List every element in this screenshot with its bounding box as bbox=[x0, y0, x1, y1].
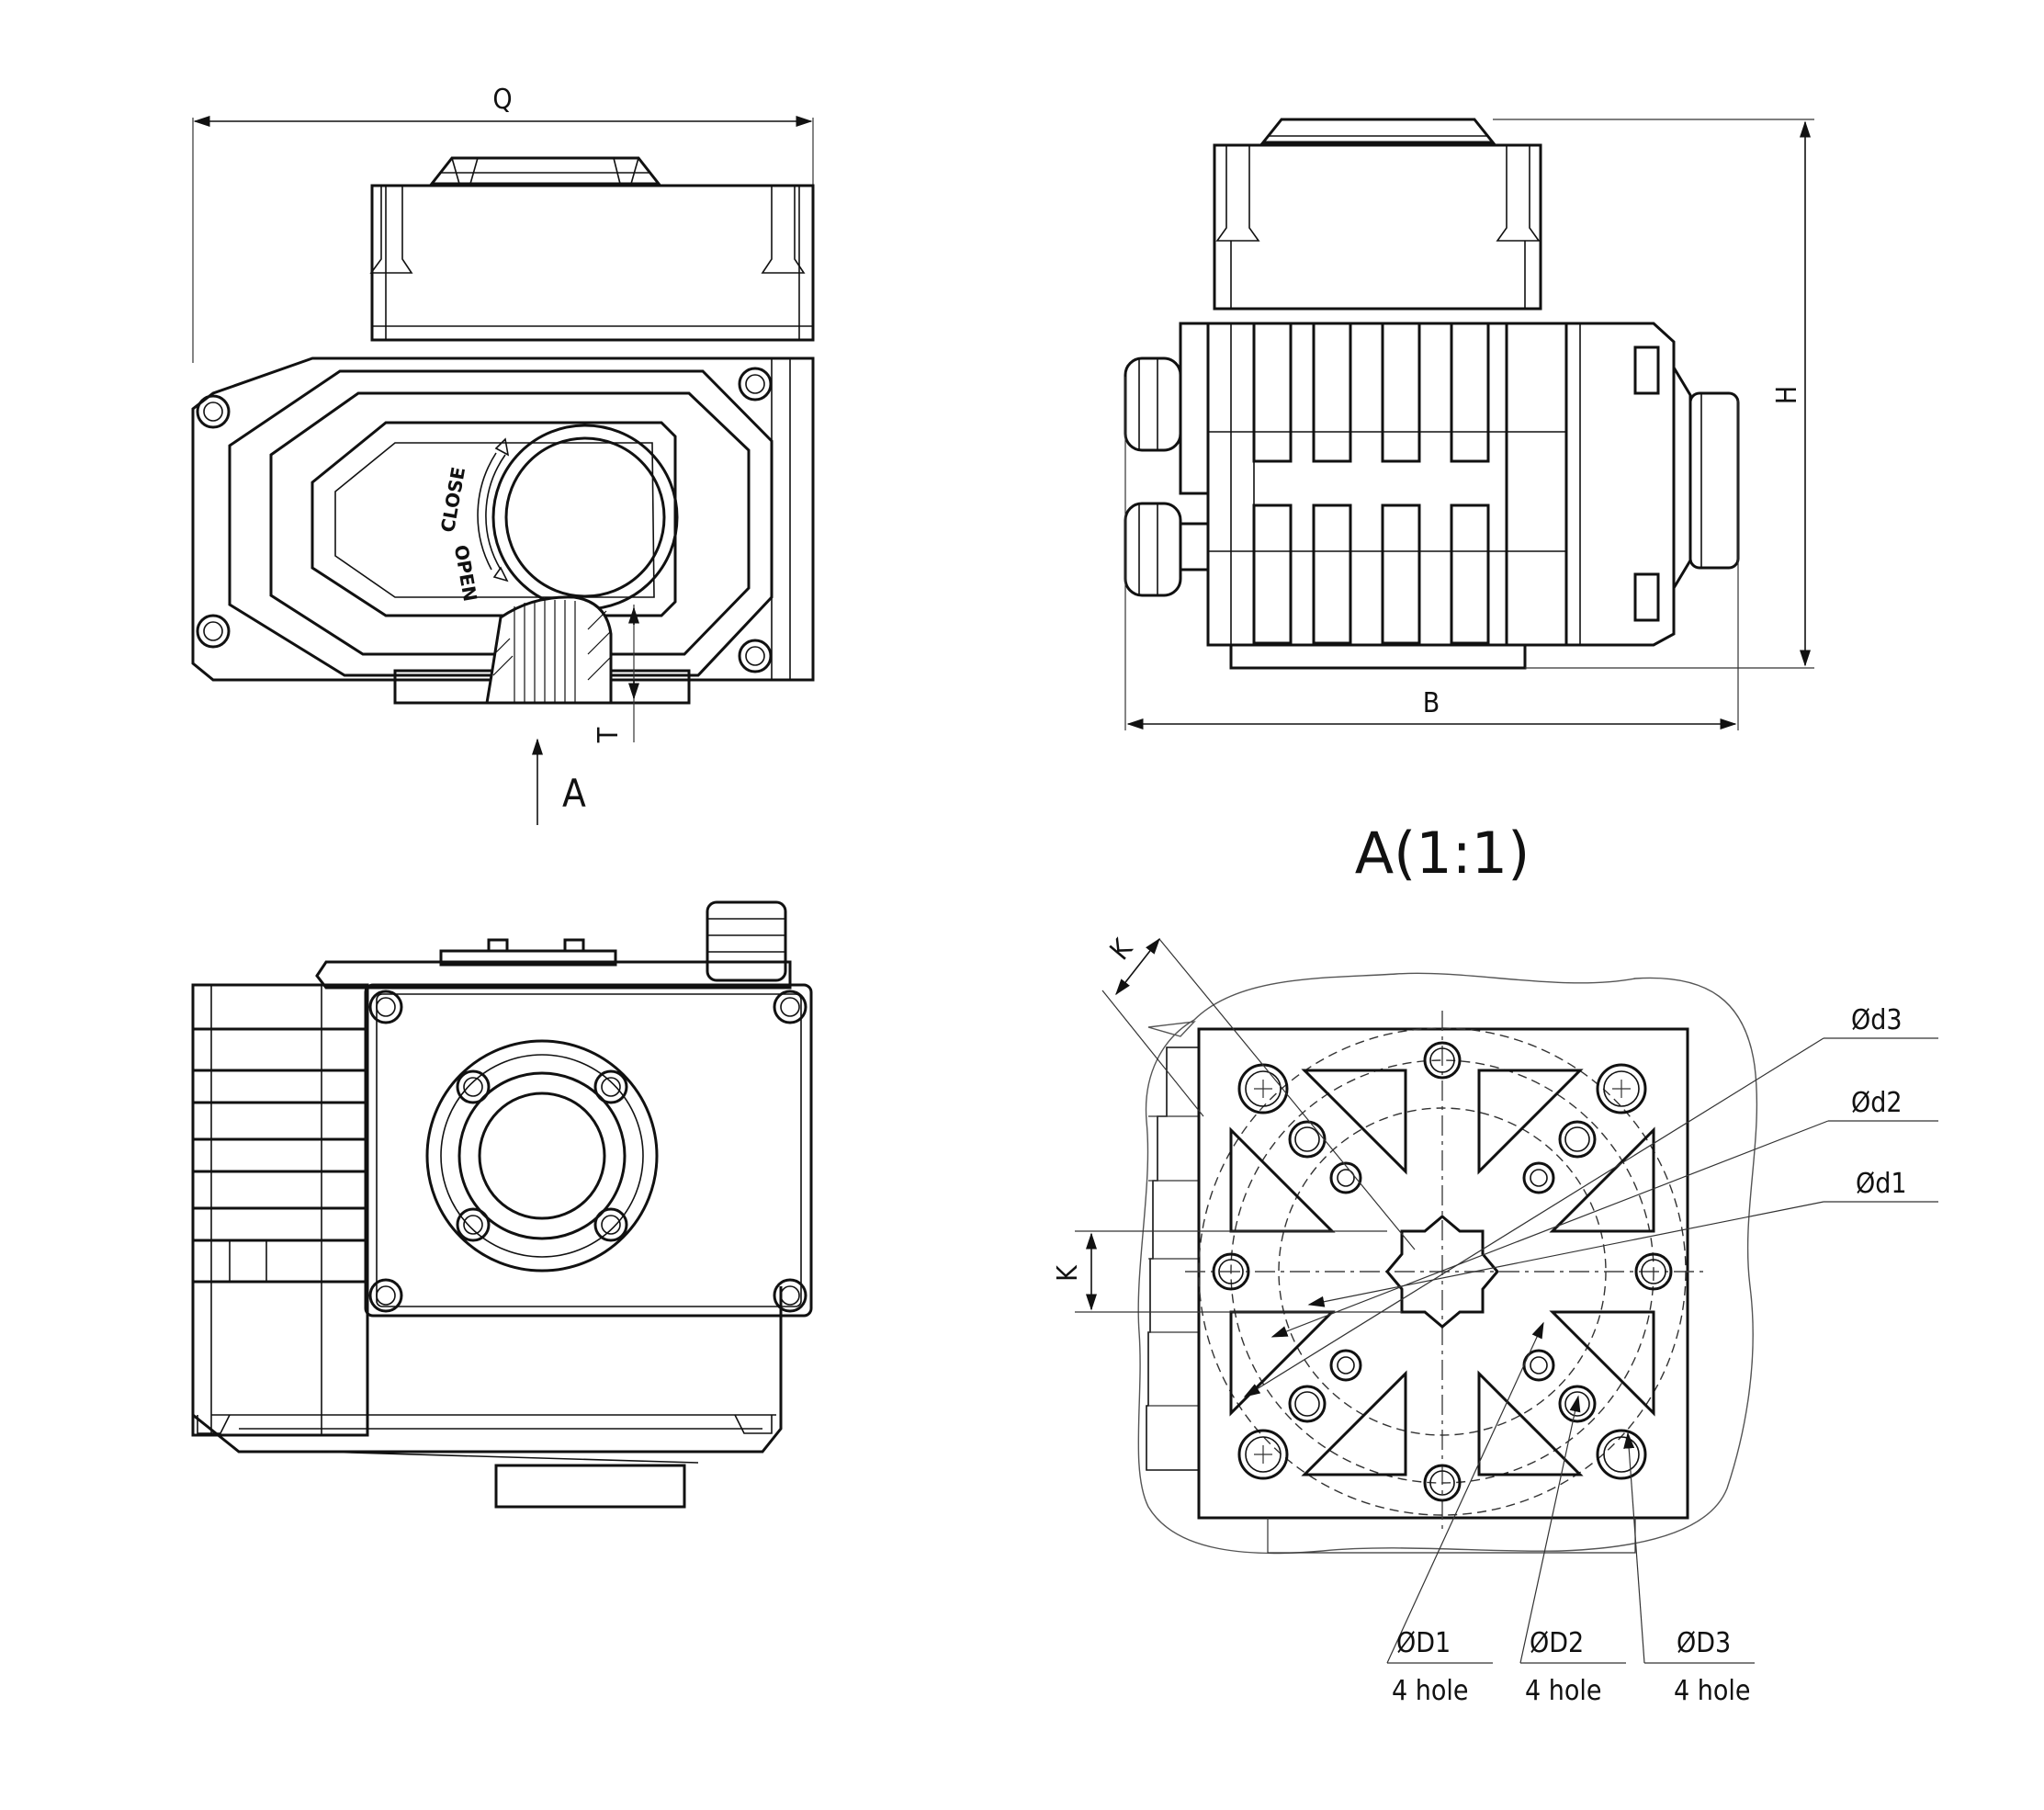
side-right-end bbox=[1505, 322, 1740, 647]
dimension-b-label: B bbox=[1423, 687, 1440, 719]
hole-d3-label: ØD3 bbox=[1677, 1627, 1731, 1659]
detail-side-fins bbox=[1146, 1046, 1199, 1471]
hole-d3-count: 4 hole bbox=[1674, 1675, 1750, 1707]
side-body bbox=[1206, 322, 1568, 670]
dial-open-label: OPEN bbox=[450, 543, 481, 603]
output-shaft-section bbox=[393, 595, 691, 705]
dimension-k-side: K bbox=[1052, 1230, 1402, 1313]
detail-star-bore bbox=[1385, 1215, 1499, 1329]
dimension-h-label: H bbox=[1771, 386, 1803, 404]
detail-leaders bbox=[1243, 1037, 1938, 1664]
dial-close-label: CLOSE bbox=[436, 465, 469, 534]
bottom-fin-block bbox=[191, 983, 369, 1437]
hole-d2-count: 4 hole bbox=[1525, 1675, 1601, 1707]
bottom-top-rail bbox=[315, 900, 792, 990]
bottom-view bbox=[191, 900, 813, 1509]
detail-pockets bbox=[1229, 1069, 1655, 1476]
main-housing bbox=[191, 356, 815, 682]
dimension-d1-label: Ød1 bbox=[1856, 1168, 1907, 1200]
position-dial: CLOSE OPEN bbox=[436, 424, 679, 611]
dimension-k-top: K bbox=[1101, 933, 1416, 1250]
dimension-q-label: Q bbox=[492, 84, 512, 116]
side-top-cover bbox=[1213, 118, 1542, 311]
hole-d1-count: 4 hole bbox=[1392, 1675, 1468, 1707]
dimension-d3-label: Ød3 bbox=[1851, 1004, 1903, 1036]
hole-d1-label: ØD1 bbox=[1396, 1627, 1451, 1659]
dimension-k-side-label: K bbox=[1052, 1264, 1084, 1282]
detail-title: A(1:1) bbox=[1355, 820, 1530, 887]
dimension-b: B bbox=[1124, 377, 1739, 730]
dimension-t-label: T bbox=[593, 727, 625, 743]
detail-flange-square bbox=[1197, 1027, 1689, 1520]
top-cover bbox=[369, 156, 815, 342]
side-view: H B bbox=[1124, 118, 1814, 730]
hole-d2-label: ØD2 bbox=[1530, 1627, 1584, 1659]
view-arrow-a: A bbox=[532, 738, 586, 825]
detail-holes bbox=[1212, 1041, 1673, 1502]
break-outline bbox=[1137, 972, 1758, 1555]
bottom-lower-housing bbox=[191, 1282, 783, 1509]
dimension-q: Q bbox=[192, 84, 814, 363]
detail-view-a: A(1:1) bbox=[1052, 820, 1938, 1707]
view-arrow-label: A bbox=[562, 771, 586, 816]
dimension-k-top-label: K bbox=[1104, 933, 1140, 967]
dimension-t: T bbox=[593, 605, 639, 743]
front-view: Q bbox=[191, 84, 815, 825]
dimension-h: H bbox=[1493, 119, 1814, 669]
dimension-d2-label: Ød2 bbox=[1851, 1087, 1903, 1119]
bottom-cover-plate bbox=[364, 983, 813, 1318]
cable-glands bbox=[1124, 322, 1210, 597]
